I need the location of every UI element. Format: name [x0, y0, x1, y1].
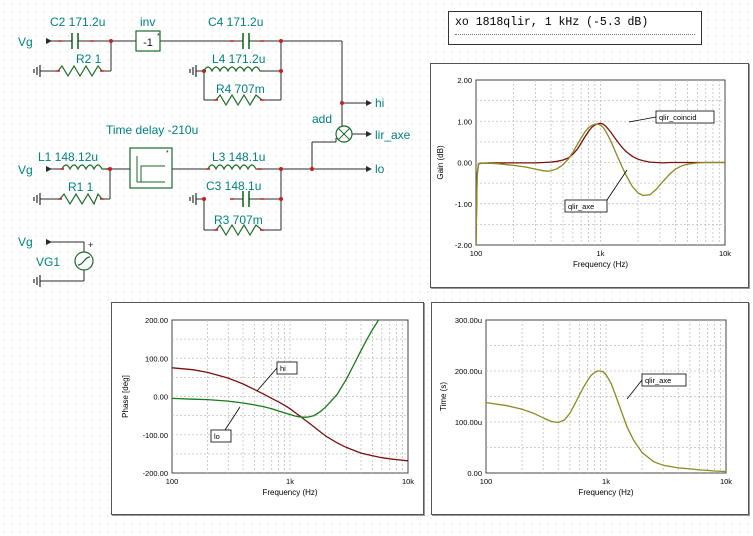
label-r3: R3 707m: [214, 213, 263, 227]
x-tick-label: 100: [480, 477, 493, 486]
label-c4: C4 171.2u: [208, 15, 263, 29]
x-axis-label: Frequency (Hz): [262, 488, 317, 497]
x-tick-label: 1k: [597, 249, 605, 258]
x-tick-label: 1k: [286, 477, 294, 486]
label-l4: L4 171.2u: [212, 52, 265, 66]
svg-text:*: *: [166, 150, 169, 157]
x-axis-label: Frequency (Hz): [573, 260, 628, 269]
inv-block[interactable]: [135, 30, 161, 52]
y-tick-label: 100.00u: [455, 418, 482, 427]
x-axis-label: Frequency (Hz): [578, 488, 633, 497]
label-c3: C3 148.1u: [206, 179, 261, 193]
label-hi: hi: [375, 96, 384, 110]
x-tick-label: 10k: [402, 477, 414, 486]
annotation-box: [655, 110, 715, 124]
y-axis-label: Time (s): [439, 382, 448, 411]
label-vg-top: Vg: [18, 35, 33, 49]
y-tick-label: -100.00: [143, 431, 168, 440]
annotation-box: [276, 361, 298, 375]
annotation-leader: [626, 379, 643, 400]
series-line-qlir_coincid: [476, 122, 725, 245]
label-time-delay: Time delay -210u: [106, 123, 198, 137]
annotation-label: qlir_axe: [568, 202, 594, 211]
title-text: xo 1818qlir, 1 kHz (-5.3 dB): [455, 16, 649, 29]
annotation-leader: [628, 116, 657, 123]
label-r1: R1 1: [68, 180, 94, 194]
annotation-label: qlir_axe: [645, 376, 671, 385]
y-tick-label: -200.00: [143, 469, 168, 478]
annotation-box: [210, 429, 232, 443]
y-tick-label: -1.00: [455, 200, 472, 209]
svg-text:*: *: [157, 33, 160, 40]
annotation-leader: [224, 406, 241, 431]
label-lo: lo: [375, 162, 385, 176]
annotation-label: lo: [214, 432, 220, 441]
y-tick-label: -2.00: [455, 241, 472, 250]
label-plus: +: [88, 240, 93, 250]
y-axis-label: Phase [deg]: [121, 375, 130, 418]
annotation-box: [564, 199, 608, 213]
title-box: xo 1818qlir, 1 kHz (-5.3 dB): [448, 11, 702, 45]
series-line-lo: [172, 320, 380, 418]
annotation-leader: [256, 367, 278, 392]
label-r4: R4 707m: [216, 82, 265, 96]
annotation-label: hi: [280, 364, 286, 373]
schematic: -1 * * C2 171.2u inv C4 171.2u R2 1 L4 1…: [18, 15, 411, 287]
annotation-label: qlir_coincid: [659, 113, 697, 122]
y-tick-label: 200.00: [145, 316, 168, 325]
y-tick-label: 200.00u: [455, 367, 482, 376]
vg1-source[interactable]: [74, 251, 94, 271]
label-l1: L1 148.12u: [38, 150, 98, 164]
x-tick-label: 1k: [602, 477, 610, 486]
y-tick-label: 0.00: [153, 393, 168, 402]
adder-symbol[interactable]: [335, 125, 353, 143]
series-line-qlir_axe: [476, 123, 725, 245]
y-tick-label: 2.00: [457, 76, 472, 85]
label-vg-mid: Vg: [18, 163, 33, 177]
label-c2: C2 171.2u: [50, 15, 105, 29]
y-tick-label: 300.00u: [455, 316, 482, 325]
y-tick-label: 100.00: [145, 354, 168, 363]
y-axis-label: Gain (dB): [436, 145, 445, 180]
x-tick-label: 10k: [719, 249, 731, 258]
title-divider: [455, 34, 695, 35]
label-add: add: [312, 112, 332, 126]
label-lir-axe: lir_axe: [375, 128, 411, 142]
x-tick-label: 100: [166, 477, 179, 486]
y-tick-label: 1.00: [457, 117, 472, 126]
series-line-hi: [172, 367, 408, 462]
label-inv: inv: [140, 15, 155, 29]
inv-gain-text: -1: [143, 37, 153, 49]
y-tick-label: 0.00: [457, 159, 472, 168]
annotation-box: [641, 373, 687, 387]
label-vg1: VG1: [36, 255, 60, 269]
label-vg-bottom: Vg: [18, 235, 33, 249]
label-r2: R2 1: [76, 52, 102, 66]
y-tick-label: 0.00: [467, 469, 482, 478]
annotation-leader: [606, 169, 628, 201]
label-l3: L3 148.1u: [212, 150, 265, 164]
x-tick-label: 100: [470, 249, 483, 258]
series-line-qlir_axe: [486, 370, 726, 473]
x-tick-label: 10k: [720, 477, 732, 486]
